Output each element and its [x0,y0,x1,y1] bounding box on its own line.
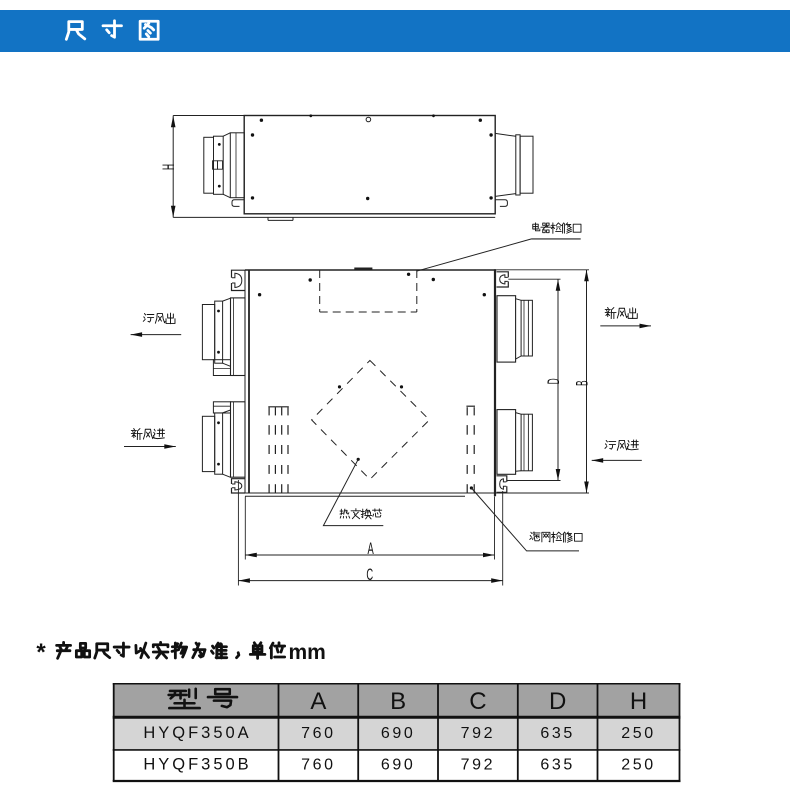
svg-text:A: A [367,539,374,558]
svg-text:690: 690 [381,757,416,774]
svg-text:792: 792 [461,757,496,774]
svg-text:B: B [572,380,591,386]
svg-text:760: 760 [301,757,336,774]
svg-text:B: B [390,688,406,715]
svg-text:250: 250 [621,725,656,742]
svg-text:635: 635 [540,757,575,774]
svg-text:C: C [469,688,486,715]
svg-text:635: 635 [540,725,575,742]
svg-text:H: H [159,164,178,170]
svg-text:792: 792 [461,725,496,742]
svg-text:*: * [36,639,46,666]
svg-text:C: C [366,565,373,584]
svg-text:H: H [630,688,647,715]
svg-text:mm: mm [289,641,326,664]
svg-text:760: 760 [301,725,336,742]
svg-text:690: 690 [381,725,416,742]
svg-text:D: D [544,378,563,384]
svg-text:250: 250 [621,757,656,774]
svg-text:HYQF350B: HYQF350B [143,756,251,774]
svg-text:D: D [549,688,566,715]
svg-text:A: A [310,688,326,715]
svg-text:HYQF350A: HYQF350A [143,724,251,742]
